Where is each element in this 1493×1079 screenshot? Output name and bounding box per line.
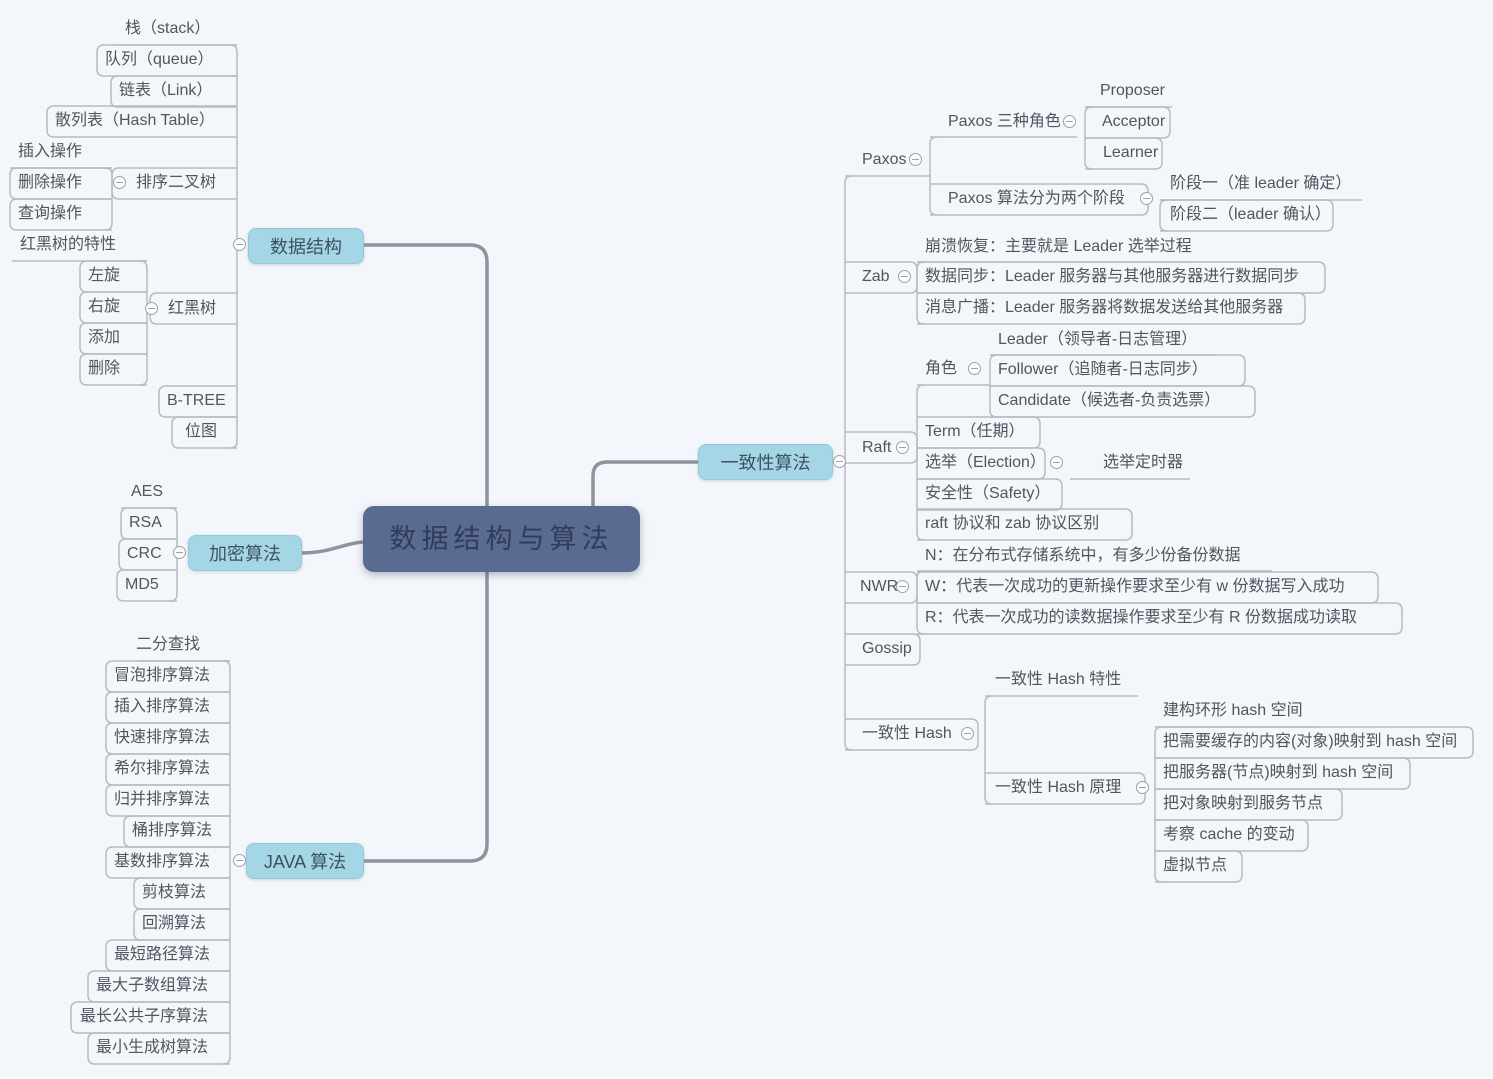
node-election-timer[interactable]: 选举定时器 <box>1103 454 1184 471</box>
node-data-structure[interactable]: 数据结构 <box>248 228 364 264</box>
node-radix-sort[interactable]: 基数排序算法 <box>114 853 211 870</box>
node-raft-election[interactable]: 选举（Election） <box>925 454 1046 471</box>
node-chash-principle[interactable]: 一致性 Hash 原理 <box>995 779 1122 796</box>
node-bst-insert[interactable]: 插入操作 <box>18 143 83 160</box>
node-btree[interactable]: B-TREE <box>167 392 226 409</box>
node-mst[interactable]: 最小生成树算法 <box>96 1039 209 1056</box>
node-rbt-feature[interactable]: 红黑树的特性 <box>20 236 117 253</box>
node-raft-roles[interactable]: 角色 <box>925 360 958 377</box>
node-java-algorithms[interactable]: JAVA 算法 <box>246 843 364 879</box>
node-binary-search[interactable]: 二分查找 <box>136 636 201 653</box>
collapse-icon-consistency[interactable] <box>833 455 846 468</box>
node-chash[interactable]: 一致性 Hash <box>862 725 952 742</box>
node-stack[interactable]: 栈（stack） <box>125 20 211 37</box>
node-acceptor[interactable]: Acceptor <box>1102 113 1166 130</box>
node-rbt-right-rotate[interactable]: 右旋 <box>88 298 121 315</box>
collapse-icon-paxos-roles[interactable] <box>1063 115 1076 128</box>
node-hash-table[interactable]: 散列表（Hash Table） <box>55 112 215 129</box>
node-zab-crash[interactable]: 崩溃恢复：主要就是 Leader 选举过程 <box>925 238 1192 255</box>
node-paxos-roles[interactable]: Paxos 三种角色 <box>948 113 1061 130</box>
node-bitmap[interactable]: 位图 <box>185 423 218 440</box>
node-chash-map-object[interactable]: 把对象映射到服务节点 <box>1163 795 1324 812</box>
node-crc[interactable]: CRC <box>127 545 162 562</box>
node-insert-sort[interactable]: 插入排序算法 <box>114 698 211 715</box>
node-queue[interactable]: 队列（queue） <box>105 51 214 68</box>
node-chash-virtual-node[interactable]: 虚拟节点 <box>1163 857 1228 874</box>
node-gossip[interactable]: Gossip <box>862 640 912 657</box>
collapse-icon-zab[interactable] <box>898 270 911 283</box>
collapse-icon-chash-principle[interactable] <box>1136 781 1149 794</box>
node-raft-leader[interactable]: Leader（领导者-日志管理） <box>998 331 1198 348</box>
node-chash-map-server[interactable]: 把服务器(节点)映射到 hash 空间 <box>1163 764 1394 781</box>
collapse-icon-encryption[interactable] <box>173 546 186 559</box>
node-nwr-w[interactable]: W：代表一次成功的更新操作要求至少有 w 份数据写入成功 <box>925 578 1345 595</box>
node-quick-sort[interactable]: 快速排序算法 <box>114 729 211 746</box>
node-raft-safety[interactable]: 安全性（Safety） <box>925 485 1051 502</box>
node-zab-sync[interactable]: 数据同步：Leader 服务器与其他服务器进行数据同步 <box>925 268 1300 285</box>
node-md5[interactable]: MD5 <box>125 576 159 593</box>
node-chash-map-content[interactable]: 把需要缓存的内容(对象)映射到 hash 空间 <box>1163 733 1458 750</box>
node-paxos-phases[interactable]: Paxos 算法分为两个阶段 <box>948 190 1125 207</box>
node-bst-delete[interactable]: 删除操作 <box>18 174 83 191</box>
node-rbt-remove[interactable]: 删除 <box>88 360 121 377</box>
node-prune[interactable]: 剪枝算法 <box>142 884 207 901</box>
node-shell-sort[interactable]: 希尔排序算法 <box>114 760 211 777</box>
node-bst[interactable]: 排序二叉树 <box>136 174 217 191</box>
node-learner[interactable]: Learner <box>1103 144 1159 161</box>
node-raft-candidate[interactable]: Candidate（候选者-负责选票） <box>998 392 1221 409</box>
node-backtrack[interactable]: 回溯算法 <box>142 915 207 932</box>
node-root[interactable]: 数据结构与算法 <box>363 506 640 572</box>
node-chash-ring[interactable]: 建构环形 hash 空间 <box>1163 702 1303 719</box>
node-rbt-left-rotate[interactable]: 左旋 <box>88 267 121 284</box>
node-paxos[interactable]: Paxos <box>862 151 907 168</box>
collapse-icon-chash[interactable] <box>961 727 974 740</box>
node-nwr-r[interactable]: R：代表一次成功的读数据操作要求至少有 R 份数据成功读取 <box>925 609 1358 626</box>
node-chash-cache-change[interactable]: 考察 cache 的变动 <box>1163 826 1295 843</box>
node-raft[interactable]: Raft <box>862 439 892 456</box>
node-aes[interactable]: AES <box>131 483 164 500</box>
node-rbt-add[interactable]: 添加 <box>88 329 121 346</box>
node-merge-sort[interactable]: 归并排序算法 <box>114 791 211 808</box>
node-shortest-path[interactable]: 最短路径算法 <box>114 946 211 963</box>
collapse-icon-bst[interactable] <box>113 176 126 189</box>
collapse-icon-paxos-phases[interactable] <box>1140 192 1153 205</box>
node-bucket-sort[interactable]: 桶排序算法 <box>132 822 213 839</box>
node-nwr[interactable]: NWR <box>860 578 899 595</box>
node-paxos-phase2[interactable]: 阶段二（leader 确认） <box>1170 206 1331 223</box>
node-bst-query[interactable]: 查询操作 <box>18 205 83 222</box>
node-link[interactable]: 链表（Link） <box>119 82 213 99</box>
node-raft-follower[interactable]: Follower（追随者-日志同步） <box>998 361 1208 378</box>
node-paxos-phase1[interactable]: 阶段一（准 leader 确定） <box>1170 175 1352 192</box>
node-consistency[interactable]: 一致性算法 <box>698 444 833 480</box>
collapse-icon-java[interactable] <box>233 854 246 867</box>
node-chash-feature[interactable]: 一致性 Hash 特性 <box>995 671 1122 688</box>
node-rbt[interactable]: 红黑树 <box>168 300 217 317</box>
node-lcs[interactable]: 最长公共子序算法 <box>80 1008 209 1025</box>
node-zab[interactable]: Zab <box>862 268 890 285</box>
node-raft-vs-zab[interactable]: raft 协议和 zab 协议区别 <box>925 515 1100 532</box>
collapse-icon-rbt[interactable] <box>145 302 158 315</box>
collapse-icon-raft[interactable] <box>896 441 909 454</box>
node-max-subarray[interactable]: 最大子数组算法 <box>96 977 209 994</box>
collapse-icon-nwr[interactable] <box>896 580 909 593</box>
node-raft-term[interactable]: Term（任期） <box>925 423 1025 440</box>
node-bubble-sort[interactable]: 冒泡排序算法 <box>114 667 211 684</box>
node-encryption[interactable]: 加密算法 <box>188 535 302 571</box>
node-proposer[interactable]: Proposer <box>1100 82 1165 99</box>
node-zab-broadcast[interactable]: 消息广播：Leader 服务器将数据发送给其他服务器 <box>925 299 1284 316</box>
collapse-icon-election[interactable] <box>1050 456 1063 469</box>
node-nwr-n[interactable]: N：在分布式存储系统中，有多少份备份数据 <box>925 547 1241 564</box>
node-rsa[interactable]: RSA <box>129 514 162 531</box>
collapse-icon-data-structure[interactable] <box>233 238 246 251</box>
collapse-icon-paxos[interactable] <box>909 153 922 166</box>
collapse-icon-raft-roles[interactable] <box>968 362 981 375</box>
